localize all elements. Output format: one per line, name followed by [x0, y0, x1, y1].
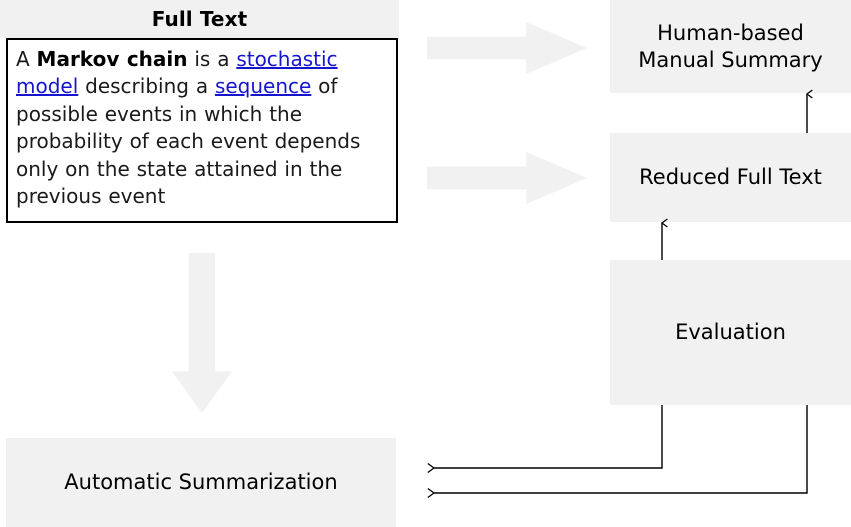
- link-sequence[interactable]: sequence: [214, 74, 312, 99]
- text-segment-7: of possible events in which the probabil…: [16, 74, 361, 208]
- box-reduced-full-text: Reduced Full Text: [610, 133, 851, 222]
- arrow-evaluation-to-automatic-upper: [427, 405, 663, 474]
- text-segment-5: describing a: [78, 74, 215, 99]
- bold-term-markov-chain: Markov chain: [36, 47, 188, 71]
- full-text-paragraph: A Markov chain is a stochastic model des…: [16, 46, 388, 210]
- human-summary-line-1: Human-based: [657, 20, 804, 45]
- box-evaluation: Evaluation: [610, 260, 851, 405]
- full-text-title: Full Text: [151, 7, 248, 31]
- full-text-body-box: A Markov chain is a stochastic model des…: [6, 38, 398, 223]
- link-stochastic-model[interactable]: stochastic model: [16, 47, 338, 99]
- block-arrow-to-human-summary: [427, 22, 587, 74]
- box-automatic-summarization-label: Automatic Summarization: [64, 470, 338, 495]
- arrow-evaluation-to-automatic-lower: [427, 405, 808, 499]
- text-segment-1: A: [16, 47, 37, 71]
- human-summary-line-2: Manual Summary: [638, 47, 823, 72]
- box-automatic-summarization: Automatic Summarization: [6, 438, 396, 527]
- block-arrow-to-reduced-full-text: [427, 152, 587, 204]
- box-reduced-full-text-label: Reduced Full Text: [639, 165, 822, 190]
- full-text-header: Full Text: [0, 0, 399, 38]
- box-evaluation-label: Evaluation: [675, 320, 786, 345]
- block-arrow-to-automatic-summarization: [172, 253, 232, 413]
- text-segment-3: is a: [187, 47, 237, 71]
